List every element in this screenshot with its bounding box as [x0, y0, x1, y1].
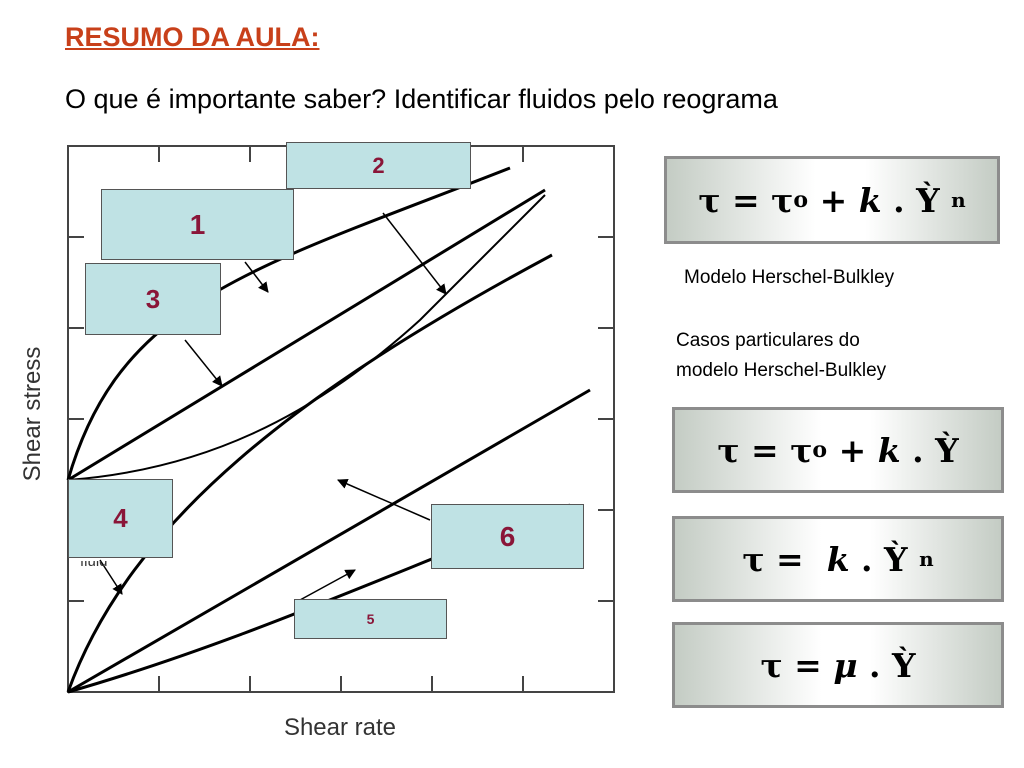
- curve-label-4: 4: [68, 479, 173, 558]
- rheogram-chart: Shear rate Shear stress fluid: [19, 145, 615, 741]
- curve-label-2: 2: [286, 142, 471, 189]
- curve-label-3: 3: [85, 263, 221, 335]
- curve-bingham: [67, 188, 546, 482]
- curve-label-5: 5: [294, 599, 447, 639]
- particular-cases-line1: Casos particulares do: [676, 330, 860, 351]
- curve-pseudoplastic: [66, 253, 553, 693]
- curve-label-6: 6: [431, 504, 584, 569]
- formula-newtonian: τ = μ . Ỳ: [672, 622, 1004, 708]
- curve-label-1: 1: [101, 189, 294, 260]
- model-name-note: Modelo Herschel-Bulkley: [684, 267, 895, 288]
- y-axis-label: Shear stress: [19, 347, 46, 482]
- formula-power-law: τ = k . Ỳ n: [672, 516, 1004, 602]
- x-axis-label: Shear rate: [284, 714, 396, 741]
- arrows: [99, 212, 447, 601]
- particular-cases-line2: modelo Herschel-Bulkley: [676, 360, 887, 381]
- curve-newtonian: [67, 388, 591, 694]
- page-subtitle: O que é importante saber? Identificar fl…: [65, 84, 778, 114]
- page-heading: RESUMO DA AULA:: [65, 22, 320, 52]
